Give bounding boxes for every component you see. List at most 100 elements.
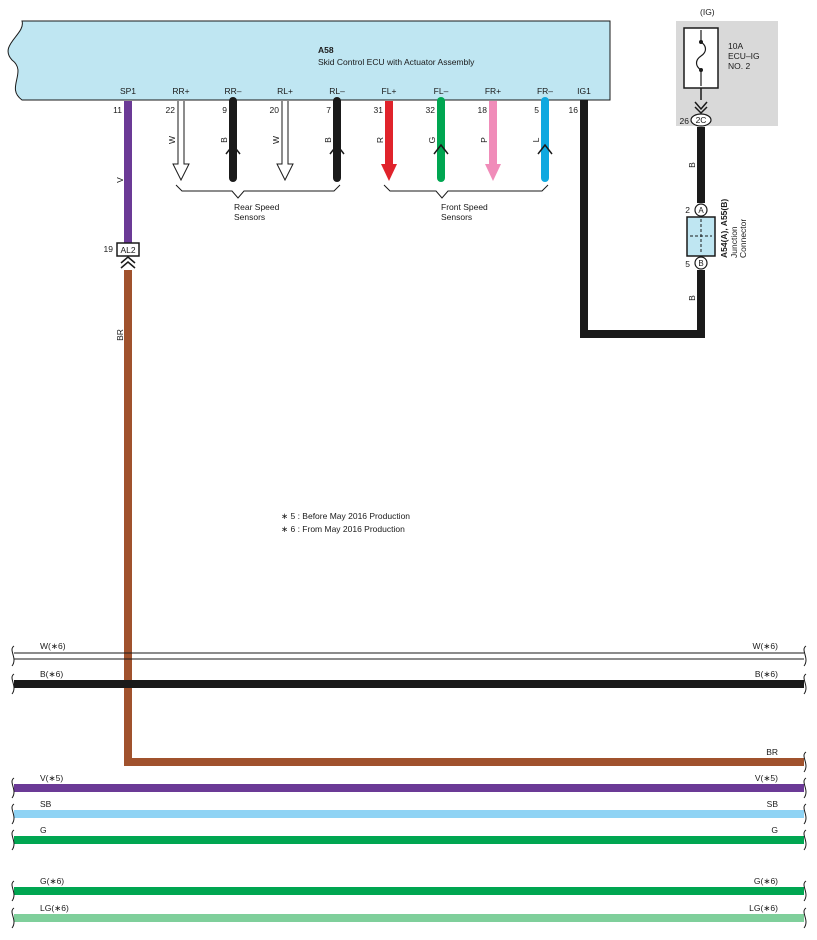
junction-label-2: Connector <box>738 219 748 258</box>
arrow-down-icon <box>485 164 501 181</box>
pin-name: RR– <box>224 86 241 96</box>
pin-number: 5 <box>534 105 539 115</box>
pin-name: FL+ <box>382 86 397 96</box>
front-speed-sensor-group: Front Speed Sensors <box>383 184 549 222</box>
bus-label-right: SB <box>767 799 779 809</box>
wire-break-icon <box>803 777 807 799</box>
bus-label-right: G <box>771 825 778 835</box>
arrow-up-icon <box>329 143 345 155</box>
ecu-id: A58 <box>318 45 334 55</box>
sensor-wire: P <box>479 101 501 181</box>
wire-break-icon <box>11 777 15 799</box>
pin-name: RR+ <box>172 86 189 96</box>
pin-name: RL+ <box>277 86 293 96</box>
bus-line: V(∗5) V(∗5) <box>11 773 807 799</box>
br-wire <box>124 270 804 766</box>
bus-line: BR <box>766 747 807 773</box>
ecu-name: Skid Control ECU with Actuator Assembly <box>318 57 475 67</box>
sensor-wire-code: G <box>427 137 437 144</box>
wire-break-icon <box>803 673 807 695</box>
wire-break-icon <box>803 803 807 825</box>
wire-break-icon <box>11 673 15 695</box>
wire-break-icon <box>803 751 807 773</box>
bus-line: LG(∗6)LG(∗6) <box>11 903 807 929</box>
sensor-wire-code: R <box>375 137 385 143</box>
wire-break-icon <box>803 645 807 667</box>
arrow-up-icon <box>537 143 553 155</box>
sensor-wire-code: B <box>219 137 229 143</box>
front-sensor-bracket <box>383 184 549 199</box>
pin-name: SP1 <box>120 86 136 96</box>
sensor-wire-code: L <box>531 137 541 142</box>
junction-pin-a-label: A <box>698 206 704 215</box>
ecu-pins: SP111RR+22RR–9RL+20RL–7FL+31FL–32FR+18FR… <box>113 86 591 115</box>
bus-label-left: W(∗6) <box>40 641 66 651</box>
bus-label-right: B(∗6) <box>755 669 778 679</box>
wire-break-icon <box>11 907 15 929</box>
bus-label-left: V(∗5) <box>40 773 63 783</box>
pin-number: 18 <box>478 105 488 115</box>
fuse-connector-label: 2C <box>696 115 707 125</box>
pin-number: 32 <box>426 105 436 115</box>
rear-sensor-label-1: Rear Speed <box>234 202 280 212</box>
sensor-wire-body <box>276 101 294 182</box>
sensor-wire-code: W <box>167 136 177 144</box>
ig1-wire-code-lower: B <box>687 295 697 301</box>
junction-terminal-b <box>694 256 708 270</box>
al2-label: AL2 <box>120 245 135 255</box>
pin-name: FR+ <box>485 86 501 96</box>
bus-label-right: BR <box>766 747 778 757</box>
pin-number: 11 <box>113 105 122 115</box>
sensor-wire: B <box>323 97 345 182</box>
bus-label-right: G(∗6) <box>754 876 778 886</box>
pin-number: 9 <box>222 105 227 115</box>
sensor-wire: W <box>271 101 294 182</box>
wire-break-icon <box>11 829 15 851</box>
fuse-rating: 10A <box>728 41 743 51</box>
junction-label-1: Junction <box>729 226 739 258</box>
sensor-wire: L <box>531 97 553 182</box>
pin-number: 31 <box>374 105 384 115</box>
fuse-element-icon <box>695 30 707 86</box>
al2-connector-chevron-icon <box>120 256 136 269</box>
al2-connector <box>116 242 140 257</box>
bus-label-right: V(∗5) <box>755 773 778 783</box>
pin-name: IG1 <box>577 86 591 96</box>
front-sensor-label-2: Sensors <box>441 212 472 222</box>
bus-label-right: LG(∗6) <box>749 903 778 913</box>
bus-line: W(∗6)W(∗6) <box>11 641 807 667</box>
arrow-up-icon <box>225 143 241 155</box>
ig1-wire-code-upper: B <box>687 162 697 168</box>
arrow-up-icon <box>433 143 449 155</box>
wire-break-icon <box>803 829 807 851</box>
front-sensor-label-1: Front Speed <box>441 202 488 212</box>
bus-label-left: G(∗6) <box>40 876 64 886</box>
ig1-wire-lower <box>580 100 705 338</box>
wire-break-icon <box>11 803 15 825</box>
sensor-wire-body <box>172 101 190 182</box>
ig1-circuit: B B <box>580 100 705 338</box>
sensor-wire: W <box>167 101 190 182</box>
wire-break-icon <box>803 907 807 929</box>
pin-number: 7 <box>326 105 331 115</box>
fuse-name-1: ECU–IG <box>728 51 760 61</box>
junction-part: A54(A), A55(B) <box>719 199 729 258</box>
pin-number: 20 <box>270 105 280 115</box>
bus-label-left: G <box>40 825 47 835</box>
ecu-box <box>7 20 611 101</box>
pin-name: FR– <box>537 86 553 96</box>
wire-break-icon <box>11 645 15 667</box>
note-from: ∗ 6 : From May 2016 Production <box>281 524 405 534</box>
junction-pin-a: 2 <box>685 205 690 215</box>
pin-name: FL– <box>434 86 449 96</box>
rear-sensor-label-2: Sensors <box>234 212 265 222</box>
al2-pin: 19 <box>104 244 114 254</box>
br-wire-code: BR <box>115 329 125 341</box>
sensor-wire: B <box>219 97 241 182</box>
junction-connector: 2 A 5 B A54(A), A55(B) Junction Connecto… <box>685 199 748 270</box>
wire-break-icon <box>803 880 807 902</box>
